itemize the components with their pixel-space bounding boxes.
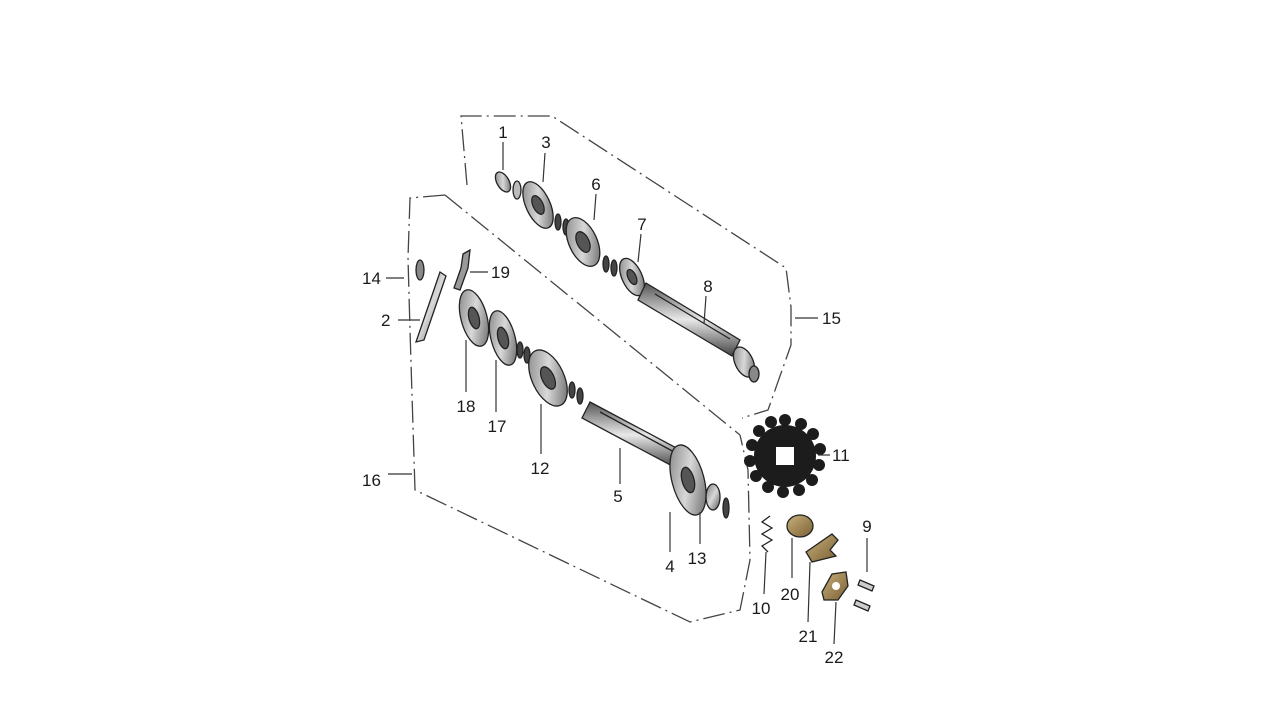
leader-lines	[386, 142, 868, 645]
callout-7: 7	[637, 215, 646, 234]
part-21-bracket	[805, 533, 839, 563]
callout-12: 12	[531, 459, 550, 478]
callout-16: 16	[362, 471, 381, 490]
part-13-bushing	[705, 483, 721, 511]
part-1-washer	[494, 171, 512, 193]
callout-18: 18	[457, 397, 476, 416]
upper-circlip-b	[602, 255, 618, 277]
callout-2: 2	[381, 311, 390, 330]
part-6-gear	[565, 217, 601, 267]
part-17-gear	[488, 310, 518, 366]
lower-group-boundary	[407, 194, 751, 623]
callout-19: 19	[491, 263, 510, 282]
callout-17: 17	[488, 417, 507, 436]
callout-22: 22	[825, 648, 844, 667]
callout-10: 10	[752, 599, 771, 618]
callout-6: 6	[591, 175, 600, 194]
callout-15: 15	[822, 309, 841, 328]
part-22-plate	[821, 571, 849, 601]
part-9-bolts	[853, 579, 875, 612]
callout-3: 3	[541, 133, 550, 152]
part-19-shift-fork	[453, 248, 471, 291]
callout-4: 4	[665, 557, 674, 576]
part-18-gear	[458, 289, 490, 347]
lower-circlip-c	[722, 497, 730, 519]
part-12-gear	[528, 349, 568, 407]
callout-14: 14	[362, 269, 381, 288]
callout-20: 20	[781, 585, 800, 604]
part-11-sprocket	[744, 414, 826, 498]
callout-11: 11	[832, 446, 850, 465]
part-20-plate	[786, 514, 814, 538]
part-4-gear	[669, 444, 707, 516]
part-7-gear	[618, 257, 646, 297]
upper-spacer-small	[512, 180, 522, 200]
callout-13: 13	[688, 549, 707, 568]
part-3-gear	[522, 181, 554, 229]
callout-5: 5	[613, 487, 622, 506]
lower-circlip-b	[568, 381, 584, 405]
callout-8: 8	[703, 277, 712, 296]
part-2-lever	[414, 270, 447, 343]
part-5-counter-shaft	[581, 401, 685, 469]
part-8-main-shaft	[637, 282, 760, 383]
upper-group-boundary	[460, 115, 792, 419]
lower-circlip-a	[516, 341, 531, 364]
callout-9: 9	[862, 517, 871, 536]
part-10-spring	[760, 515, 774, 553]
callout-1: 1	[498, 123, 507, 142]
part-14-washer	[415, 259, 425, 281]
callout-21: 21	[799, 627, 818, 646]
